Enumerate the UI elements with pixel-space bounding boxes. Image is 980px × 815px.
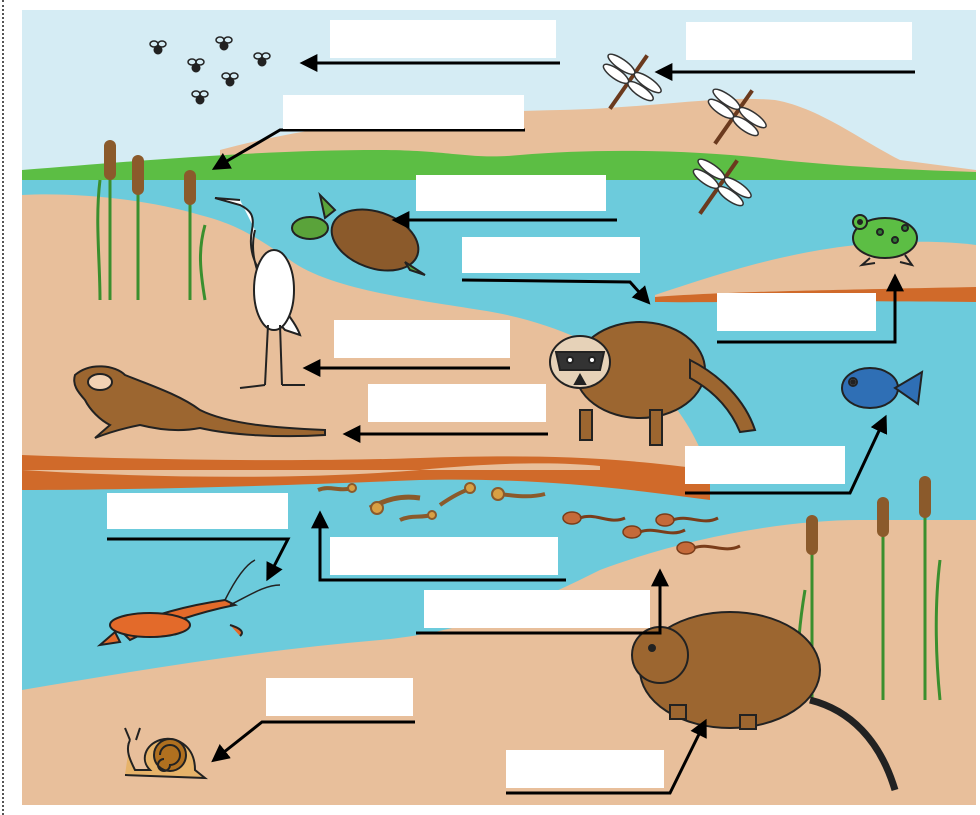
label-box-heron[interactable]: [334, 320, 510, 358]
label-box-grass[interactable]: [283, 95, 524, 129]
label-box-flies[interactable]: [330, 20, 556, 58]
label-box-fish[interactable]: [685, 446, 845, 484]
label-box-crayfish[interactable]: [107, 493, 288, 529]
label-box-raccoon[interactable]: [462, 237, 640, 273]
label-box-muskrat[interactable]: [506, 750, 664, 788]
label-box-snail[interactable]: [266, 678, 413, 716]
label-box-tadpoles[interactable]: [424, 590, 650, 628]
label-box-turtle[interactable]: [416, 175, 606, 211]
label-box-frog[interactable]: [717, 293, 876, 331]
label-box-dragonflies[interactable]: [686, 22, 912, 60]
label-box-otter[interactable]: [368, 384, 546, 422]
label-box-worms[interactable]: [330, 537, 558, 575]
